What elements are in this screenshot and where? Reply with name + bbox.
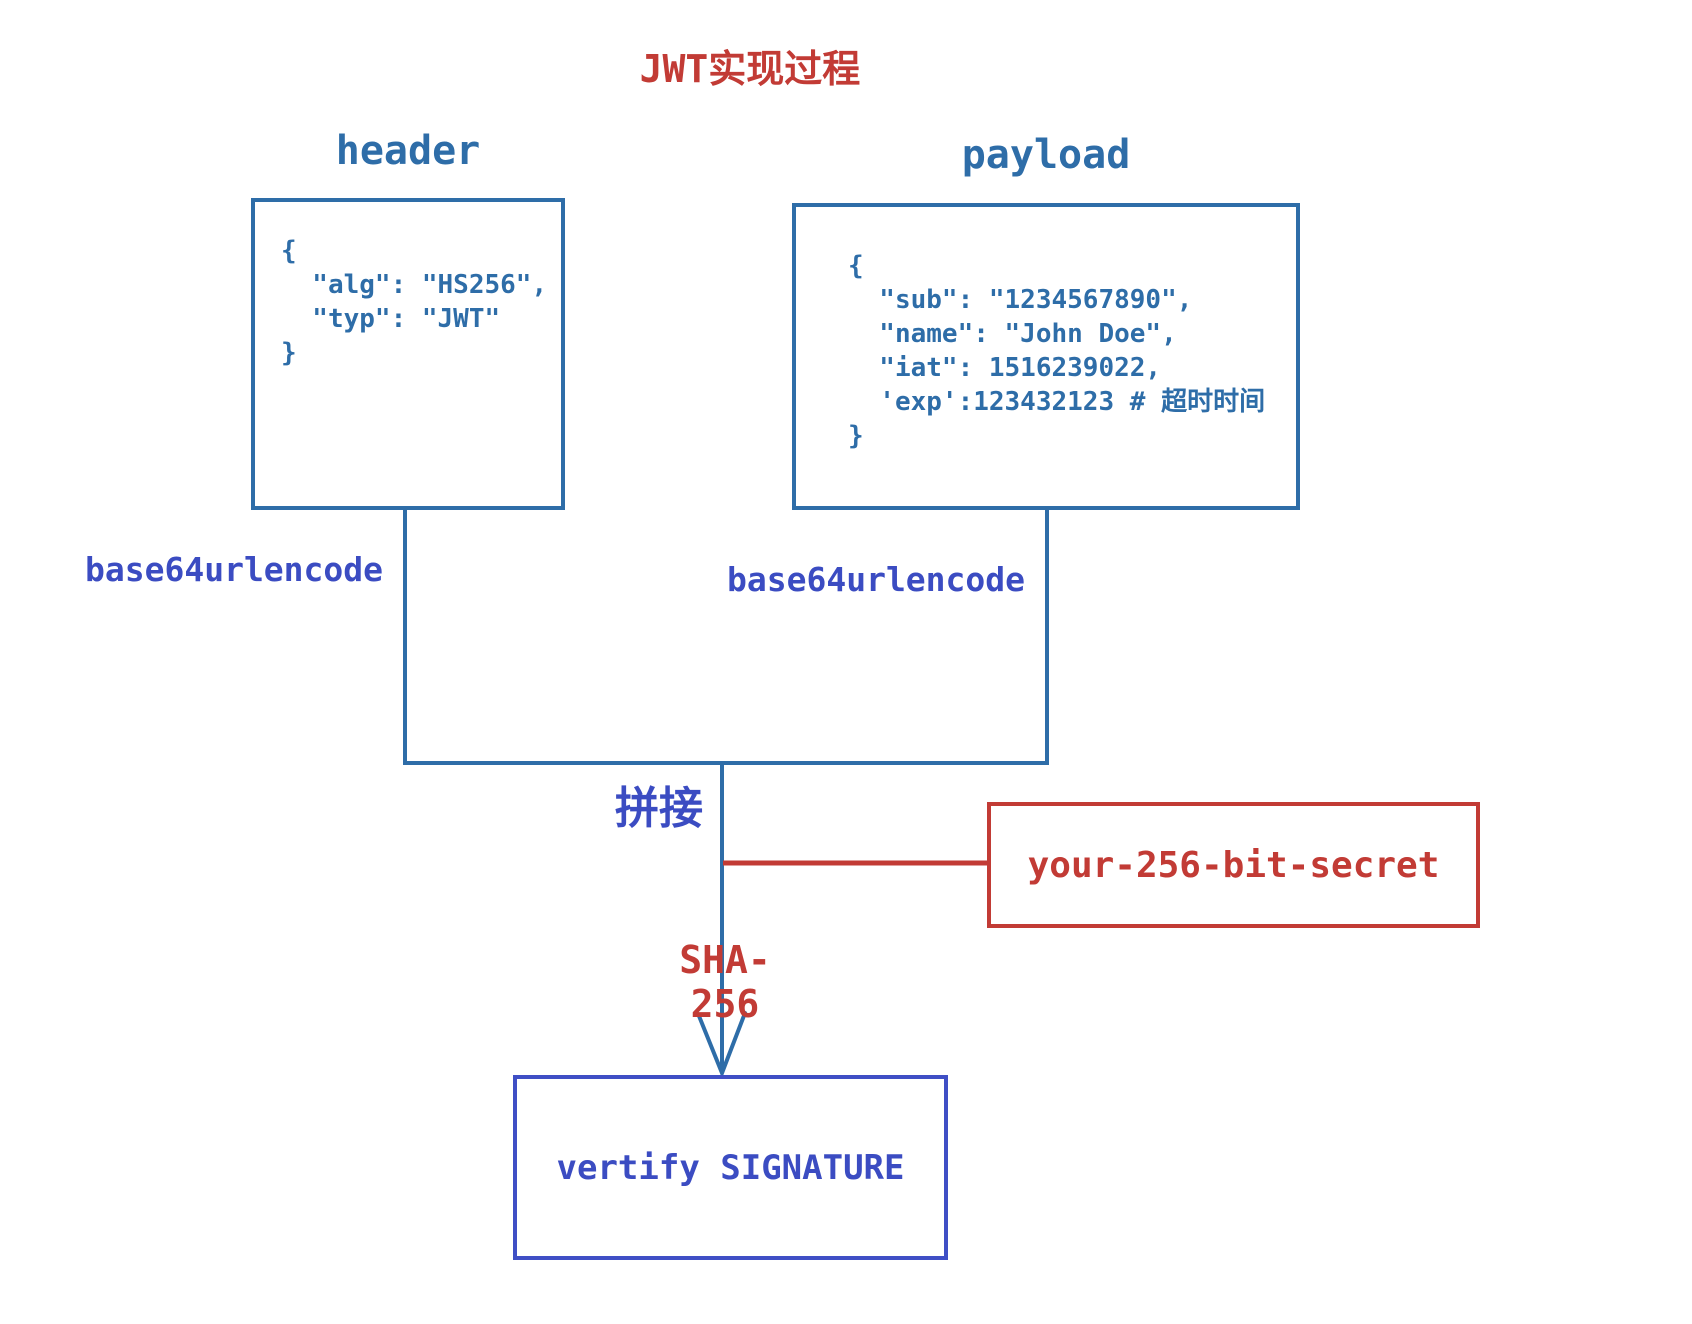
verify-signature-label: vertify SIGNATURE xyxy=(556,1147,905,1188)
base64urlencode-label-header: base64urlencode xyxy=(85,550,384,589)
verify-signature-box: vertify SIGNATURE xyxy=(513,1075,948,1260)
concat-label: 拼接 xyxy=(615,784,703,833)
base64urlencode-label-payload: base64urlencode xyxy=(727,560,1026,599)
header-box-label: header xyxy=(335,128,481,174)
payload-box: { "sub": "1234567890", "name": "John Doe… xyxy=(792,203,1300,510)
secret-box: your-256-bit-secret xyxy=(987,802,1480,928)
payload-box-label: payload xyxy=(961,132,1131,178)
header-json-code: { "alg": "HS256", "typ": "JWT" } xyxy=(281,236,548,368)
arrowhead-icon xyxy=(697,1011,747,1079)
sha256-label: SHA-256 xyxy=(679,938,771,1026)
secret-box-label: your-256-bit-secret xyxy=(1027,844,1440,886)
payload-json-code: { "sub": "1234567890", "name": "John Doe… xyxy=(848,251,1266,451)
header-box: { "alg": "HS256", "typ": "JWT" } xyxy=(251,198,565,510)
diagram-title: JWT实现过程 xyxy=(639,47,861,91)
